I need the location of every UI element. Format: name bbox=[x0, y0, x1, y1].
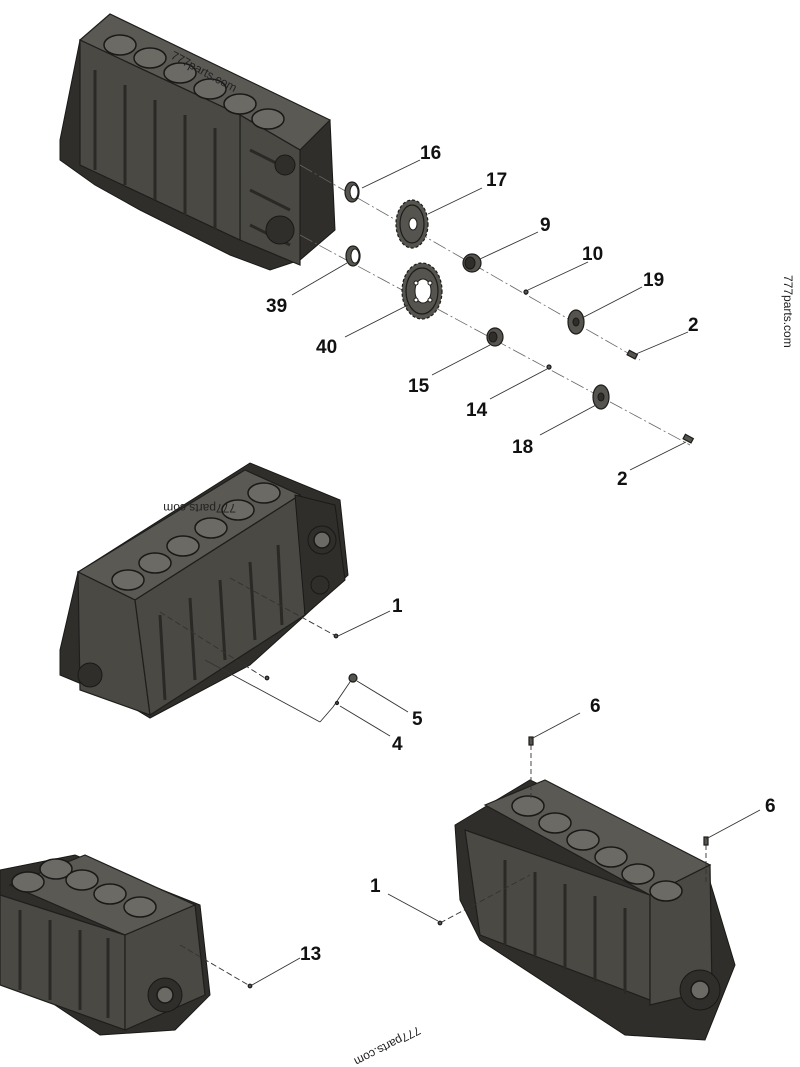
plug-13 bbox=[247, 983, 253, 989]
pin-14 bbox=[546, 364, 552, 370]
callout-10: 10 bbox=[582, 244, 603, 265]
callout-4: 4 bbox=[392, 734, 403, 755]
gear-40 bbox=[401, 262, 443, 320]
callout-14: 14 bbox=[466, 400, 488, 421]
callout-1-upper: 1 bbox=[392, 596, 403, 617]
hub-15 bbox=[486, 327, 504, 347]
callout-39: 39 bbox=[266, 296, 287, 317]
pin-10 bbox=[523, 289, 529, 295]
bolt-2-lower bbox=[682, 433, 695, 444]
callout-2-lower: 2 bbox=[617, 469, 628, 490]
watermark-text-side: 777parts.com bbox=[781, 275, 795, 348]
hub-9 bbox=[462, 253, 482, 273]
callout-16: 16 bbox=[420, 143, 441, 164]
bearing-ring-16 bbox=[344, 181, 360, 203]
washer-4 bbox=[334, 700, 340, 706]
flange-19 bbox=[567, 309, 585, 335]
pin-1-lower bbox=[437, 920, 443, 926]
callout-15: 15 bbox=[408, 376, 430, 397]
callout-5: 5 bbox=[412, 709, 423, 730]
callout-17: 17 bbox=[486, 170, 507, 191]
callout-2-upper: 2 bbox=[688, 315, 699, 336]
callout-1-lower: 1 bbox=[370, 876, 381, 897]
callout-9: 9 bbox=[540, 215, 551, 236]
callout-18: 18 bbox=[512, 437, 533, 458]
dowel-6-right bbox=[703, 836, 709, 846]
gear-17 bbox=[395, 199, 429, 249]
callout-13: 13 bbox=[300, 944, 321, 965]
watermark-text-bottom: 777parts.com bbox=[352, 1023, 423, 1067]
engine-block-bottom-right bbox=[454, 779, 736, 1041]
watermark-text-middle: 777parts.com bbox=[163, 501, 236, 515]
callout-19: 19 bbox=[643, 270, 664, 291]
bolt-2-upper bbox=[626, 349, 639, 360]
engine-block-middle bbox=[59, 462, 349, 719]
pin-1-upper bbox=[333, 633, 339, 639]
dowel-6-left bbox=[528, 736, 534, 746]
plug-middle bbox=[264, 675, 270, 681]
callout-40: 40 bbox=[316, 337, 337, 358]
engine-block-top bbox=[59, 13, 336, 271]
engine-block-bottom-left bbox=[0, 854, 211, 1036]
bearing-ring-39 bbox=[345, 245, 361, 267]
plug-5 bbox=[348, 673, 358, 683]
flange-18 bbox=[592, 384, 610, 410]
callout-6-upper: 6 bbox=[590, 696, 601, 717]
callout-6-right: 6 bbox=[765, 796, 776, 817]
